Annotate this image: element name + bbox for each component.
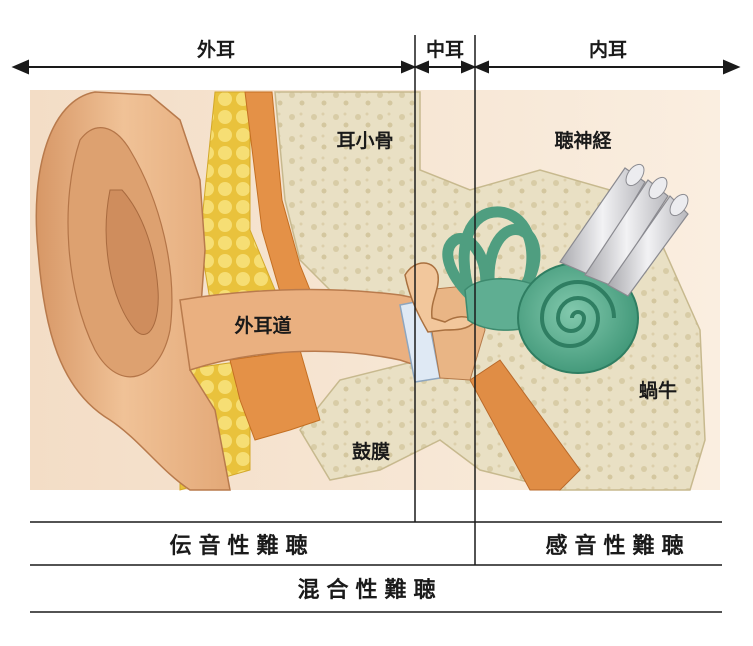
region-label-outer-ear: 外耳 xyxy=(197,38,235,61)
region-label-middle-ear: 中耳 xyxy=(426,38,464,61)
label-conductive-hearing-loss: 伝音性難聴 xyxy=(169,533,314,559)
label-cochlea: 蝸牛 xyxy=(639,379,677,402)
label-mixed-hearing-loss: 混合性難聴 xyxy=(297,577,442,603)
region-label-inner-ear: 内耳 xyxy=(589,38,627,61)
label-eardrum: 鼓膜 xyxy=(352,440,390,463)
label-auditory-nerve: 聴神経 xyxy=(554,129,612,152)
label-sensorineural-hearing-loss: 感音性難聴 xyxy=(545,533,690,559)
label-ossicles: 耳小骨 xyxy=(336,130,393,152)
label-ear-canal: 外耳道 xyxy=(234,314,291,337)
region-arrows xyxy=(14,61,738,73)
